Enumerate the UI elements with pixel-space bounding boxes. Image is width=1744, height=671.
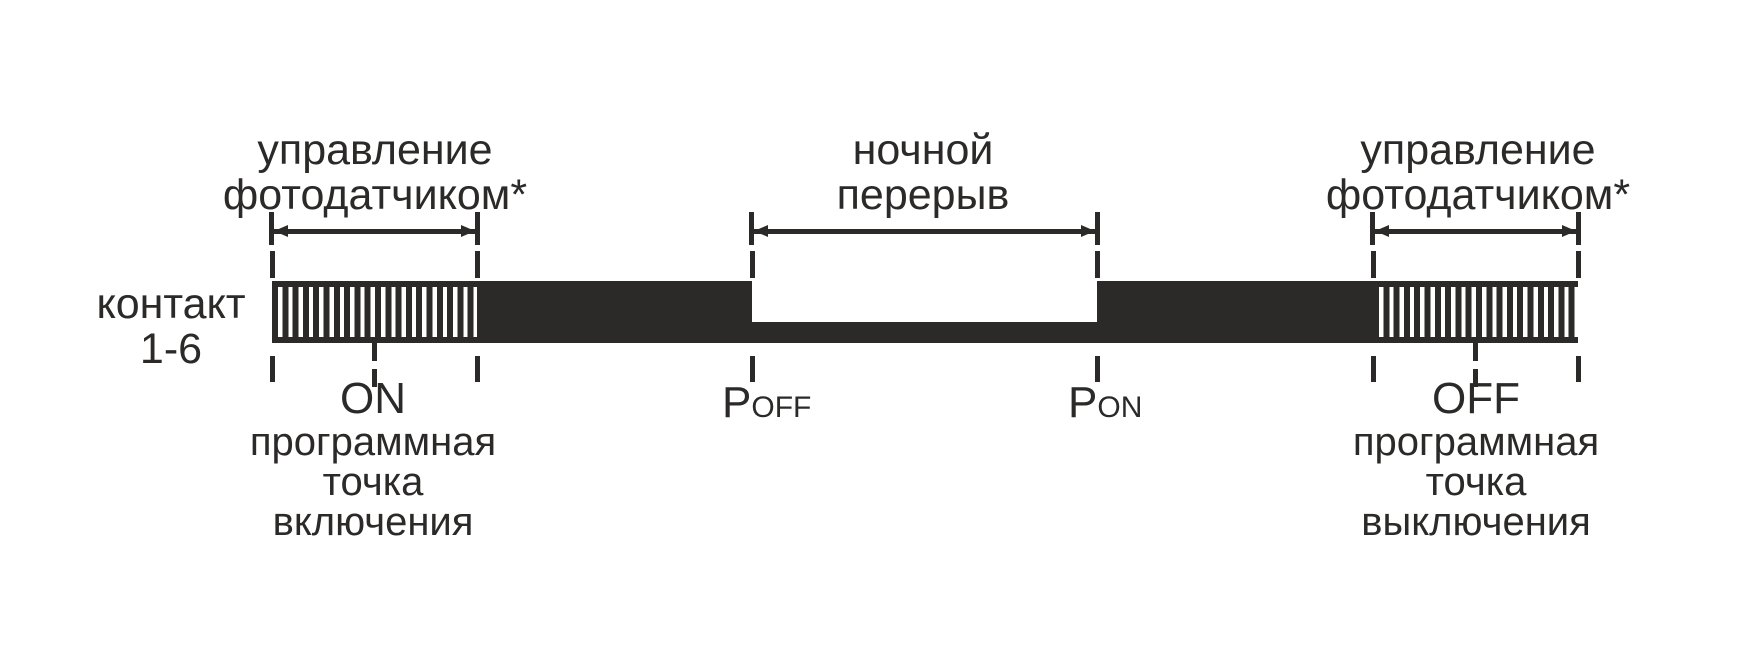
- off-point-label: OFF программная точка выключения: [1353, 375, 1599, 542]
- p-off-subscript: OFF: [751, 391, 812, 424]
- dash-segment: [1473, 369, 1478, 387]
- p-on-subscript: ON: [1097, 391, 1143, 424]
- arrow-head-left-icon: [1375, 225, 1389, 237]
- on-point-desc-line2: точка: [322, 460, 424, 504]
- sensor-control-label-left-line2: фотодатчиком*: [222, 171, 528, 219]
- dash-segment: [750, 251, 755, 278]
- night-break-label-line2: перерыв: [836, 171, 1010, 219]
- off-point-title: OFF: [1432, 374, 1520, 423]
- dash-segment: [1473, 343, 1478, 361]
- arrow-head-left-icon: [754, 225, 768, 237]
- arrow-head-right-icon: [461, 225, 475, 237]
- on-point-desc-line3: включения: [272, 500, 474, 544]
- sensor-control-label-right-line1: управление: [1360, 126, 1596, 174]
- arrow-end-tick: [1370, 212, 1375, 245]
- arrow-head-right-icon: [1562, 225, 1576, 237]
- p-off-label: POFF: [722, 381, 811, 430]
- contact-label-line1: контакт: [96, 280, 246, 328]
- arrow-end-tick: [475, 212, 480, 245]
- dash-segment: [1371, 356, 1376, 382]
- dash-segment: [750, 356, 755, 382]
- p-on-base: P: [1068, 378, 1098, 427]
- dimension-arrow-sensor-right: [1370, 212, 1581, 245]
- arrow-shaft: [273, 229, 476, 234]
- dash-segment: [1371, 251, 1376, 278]
- p-off-base: P: [722, 378, 752, 427]
- night-break-strip: [752, 322, 1097, 343]
- arrow-end-tick: [749, 212, 754, 245]
- sensor-control-label-right: управление фотодатчиком*: [1326, 128, 1630, 218]
- solid-segment-left: [477, 281, 752, 343]
- off-point-desc-line1: программная: [1352, 420, 1600, 464]
- dash-segment: [475, 251, 480, 278]
- dash-segment: [372, 343, 377, 361]
- arrow-head-right-icon: [1081, 225, 1095, 237]
- dimension-arrow-sensor-left: [269, 212, 480, 245]
- dash-segment: [1095, 356, 1100, 382]
- dash-segment: [372, 369, 377, 387]
- arrow-end-tick: [269, 212, 274, 245]
- night-break-label-line1: ночной: [852, 126, 994, 174]
- contact-label: контакт 1-6: [96, 282, 245, 372]
- night-break-label: ночной перерыв: [837, 128, 1010, 218]
- sensor-control-label-left-line1: управление: [257, 126, 493, 174]
- sensor-control-label-left: управление фотодатчиком*: [223, 128, 527, 218]
- hatched-segment-right: [1373, 281, 1578, 343]
- dash-segment: [270, 356, 275, 382]
- arrow-end-tick: [1576, 212, 1581, 245]
- contact-label-line2: 1-6: [139, 325, 203, 373]
- dash-segment: [475, 356, 480, 382]
- on-point-title: ON: [339, 374, 406, 423]
- arrow-end-tick: [1095, 212, 1100, 245]
- arrow-shaft: [1374, 229, 1577, 234]
- off-point-desc-line2: точка: [1425, 460, 1527, 504]
- on-point-label: ON программная точка включения: [250, 375, 496, 542]
- dash-segment: [270, 251, 275, 278]
- off-point-desc-line3: выключения: [1361, 500, 1591, 544]
- p-on-label: PON: [1068, 381, 1142, 430]
- dash-segment: [1095, 251, 1100, 278]
- solid-segment-right: [1097, 281, 1373, 343]
- hatched-segment-left: [272, 281, 477, 343]
- arrow-head-left-icon: [274, 225, 288, 237]
- arrow-shaft: [753, 229, 1096, 234]
- sensor-control-label-right-line2: фотодатчиком*: [1325, 171, 1631, 219]
- on-point-desc-line1: программная: [249, 420, 497, 464]
- dash-segment: [1576, 251, 1581, 278]
- dash-segment: [1576, 356, 1581, 382]
- dimension-arrow-night-break: [749, 212, 1100, 245]
